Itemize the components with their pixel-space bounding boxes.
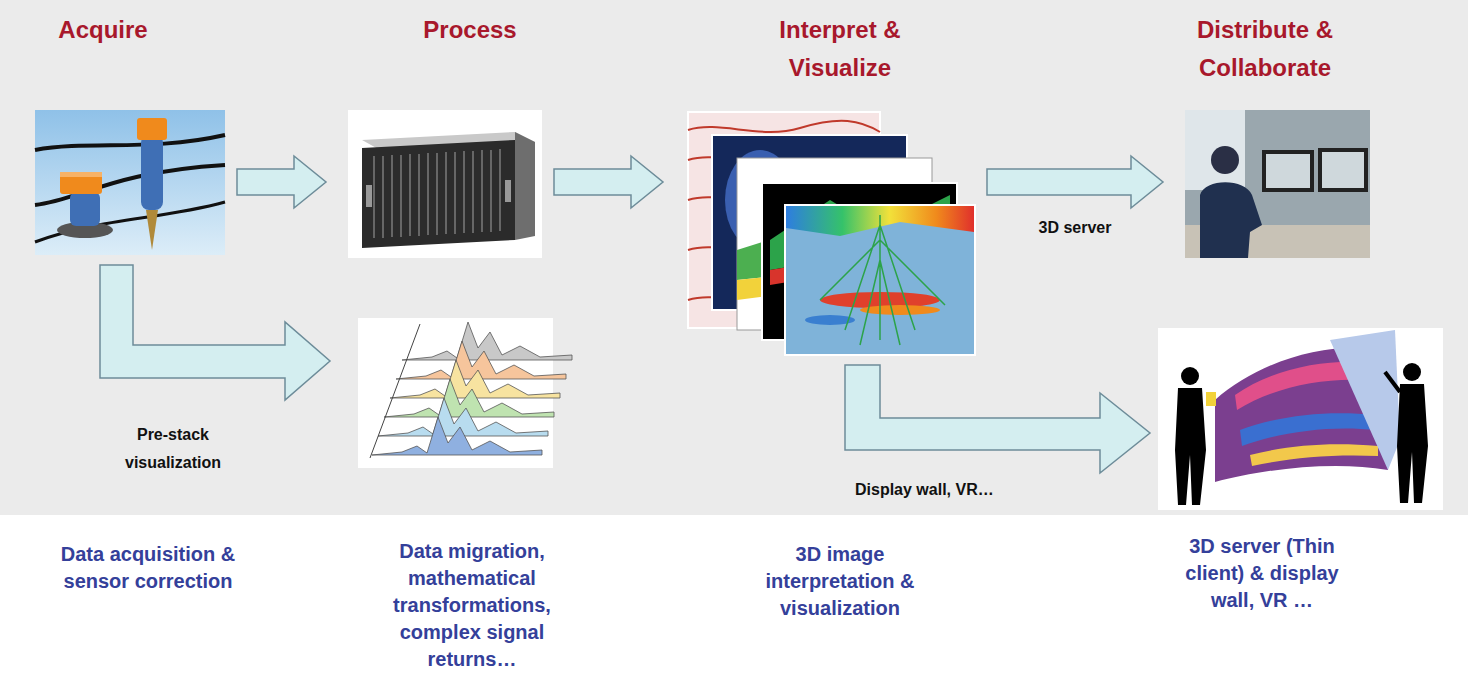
stage-description: Data acquisition & sensor correction (53, 541, 243, 595)
pre-stack-chart (390, 360, 560, 398)
stage-picture: Process (348, 110, 542, 258)
flow-arrow (237, 156, 326, 208)
pre-stack-chart (372, 417, 542, 455)
geophone-photo (35, 110, 225, 255)
workstation-photo (1185, 110, 1370, 258)
stage-description: 3D image interpretation & visualization (745, 541, 935, 622)
seismic-image-stack (785, 205, 975, 355)
display-wall-photo (1175, 388, 1206, 505)
geophone-photo (60, 172, 102, 194)
workstation-photo (1185, 110, 1370, 258)
stage-heading: Interpret & Visualize (750, 11, 930, 87)
workstation-photo (1200, 182, 1262, 258)
server-photo (374, 149, 500, 238)
workstation-photo (1211, 146, 1239, 174)
stage-picture: Acquire (35, 110, 225, 255)
geophone-photo (35, 165, 225, 205)
display-wall-photo (1158, 328, 1443, 510)
geophone-photo (137, 118, 167, 140)
server-photo (348, 110, 542, 258)
pre-stack-chart (384, 379, 554, 417)
workstation-photo (1185, 110, 1245, 190)
background-band (0, 0, 1468, 515)
pre-stack-arrow (100, 265, 330, 400)
display-wall-photo (1206, 392, 1216, 406)
display-wall-photo (1403, 363, 1421, 381)
stage-description: 3D server (Thin client) & display wall, … (1177, 533, 1347, 614)
workstation-photo (1322, 152, 1364, 188)
pre-stack-chart (370, 324, 420, 458)
display-wall-photo (1250, 444, 1378, 466)
geophone-photo (60, 172, 102, 177)
pre-stack-chart (378, 398, 548, 436)
geophone-photo (35, 135, 225, 150)
server-photo (515, 132, 535, 240)
stage-picture: Distribute & Collaborate (1185, 110, 1370, 258)
geophone-photo (146, 210, 158, 250)
display-wall-photo (1240, 413, 1376, 446)
display-wall-photo (1385, 372, 1400, 392)
seismic-image-stack (820, 215, 945, 345)
workstation-photo (1262, 150, 1314, 192)
server-photo (348, 110, 542, 258)
stage-picture: Interpret & Visualize (685, 110, 975, 355)
arrow-label: Pre-stack visualization (98, 421, 248, 477)
workstation-photo (1318, 148, 1368, 192)
server-photo (505, 180, 511, 202)
seismic-image-stack (860, 305, 940, 315)
pre-stack-chart (396, 341, 566, 379)
display-wall-photo (1181, 367, 1199, 385)
stage-heading: Process (370, 11, 570, 49)
stage-description: Data migration, mathematical transformat… (377, 538, 567, 673)
geophone-photo (70, 192, 100, 226)
display-wall-arrow (845, 365, 1150, 473)
stage-heading: Acquire (3, 11, 203, 49)
arrow-label: Display wall, VR… (855, 476, 994, 504)
stage-heading: Distribute & Collaborate (1170, 11, 1360, 87)
flow-arrow (987, 156, 1163, 208)
server-photo (366, 185, 372, 207)
server-photo (362, 140, 515, 248)
seismic-image-stack (688, 121, 880, 132)
arrow-label: 3D server (1039, 214, 1112, 242)
display-wall-arrow (845, 365, 1150, 473)
display-wall-photo (1397, 384, 1428, 503)
pre-stack-chart (402, 322, 572, 360)
display-wall-photo (1158, 328, 1443, 510)
flow-arrow (554, 156, 663, 208)
display-wall-photo (1330, 330, 1400, 470)
geophone-photo (35, 110, 225, 255)
geophone-photo (35, 202, 225, 242)
geophone-photo (141, 135, 163, 210)
pre-stack-arrow (100, 265, 330, 400)
seismic-image-stack (688, 112, 975, 355)
workstation-photo (1266, 154, 1310, 188)
pre-stack-chart (358, 318, 572, 468)
